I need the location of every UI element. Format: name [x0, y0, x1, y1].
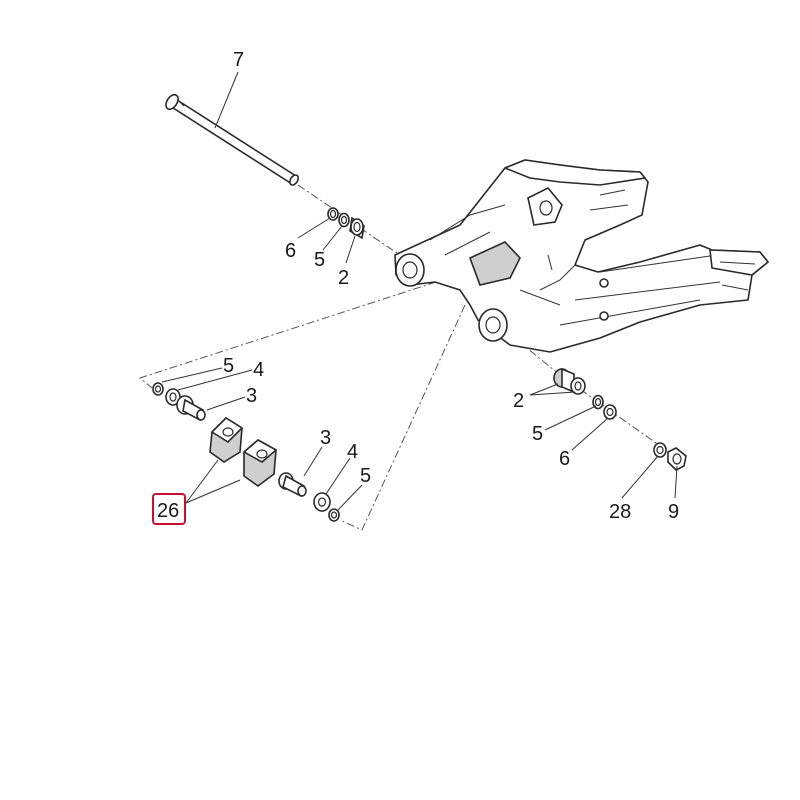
top-pin[interactable] — [176, 395, 206, 422]
right-washer[interactable] — [592, 394, 604, 410]
callout-left-seal[interactable]: 6 — [285, 240, 296, 262]
bottom-ring[interactable] — [328, 508, 340, 522]
callout-bottom-pin[interactable]: 3 — [320, 427, 331, 449]
axle[interactable] — [163, 93, 299, 187]
callout-left-washer[interactable]: 5 — [314, 249, 325, 271]
callout-washer-28[interactable]: 28 — [609, 501, 631, 523]
left-seal[interactable] — [327, 207, 339, 221]
bottom-pin[interactable] — [278, 472, 307, 498]
leader-lines — [161, 71, 678, 511]
callout-bottom-washer[interactable]: 4 — [347, 441, 358, 463]
callout-right-seal[interactable]: 6 — [559, 448, 570, 470]
callout-labels: 7 6 5 2 2 5 6 28 9 5 4 3 3 4 5 — [223, 49, 679, 523]
axis-line-upper-bracket — [138, 281, 437, 389]
axis-line-lower-bracket — [339, 304, 466, 531]
callout-left-bushing[interactable]: 2 — [338, 267, 349, 289]
callout-selected[interactable]: 26 — [152, 493, 186, 525]
callout-top-washer[interactable]: 4 — [253, 359, 264, 381]
swingarm[interactable] — [394, 159, 770, 353]
callout-right-washer[interactable]: 5 — [532, 423, 543, 445]
nut-9[interactable] — [667, 447, 687, 471]
alignment-lines — [138, 184, 681, 531]
eccentric-block-b[interactable] — [242, 439, 278, 487]
callout-axle[interactable]: 7 — [233, 49, 244, 71]
callout-top-ring[interactable]: 5 — [223, 355, 234, 377]
right-bushing[interactable] — [553, 367, 586, 395]
callout-top-pin[interactable]: 3 — [246, 385, 257, 407]
callout-nut-9[interactable]: 9 — [668, 501, 679, 523]
eccentric-block-a[interactable] — [209, 416, 244, 463]
callout-eccentric-blocks[interactable]: 26 — [157, 500, 179, 522]
left-washer[interactable] — [338, 212, 350, 228]
top-ring[interactable] — [152, 382, 164, 396]
bottom-washer[interactable] — [313, 492, 331, 512]
axis-line-left-pivot — [359, 227, 401, 256]
callout-bottom-ring[interactable]: 5 — [360, 465, 371, 487]
selection-box — [152, 493, 186, 525]
left-bushing[interactable] — [349, 216, 365, 240]
callout-right-bushing[interactable]: 2 — [513, 390, 524, 412]
washer-28[interactable] — [653, 442, 667, 458]
right-seal[interactable] — [603, 404, 617, 420]
